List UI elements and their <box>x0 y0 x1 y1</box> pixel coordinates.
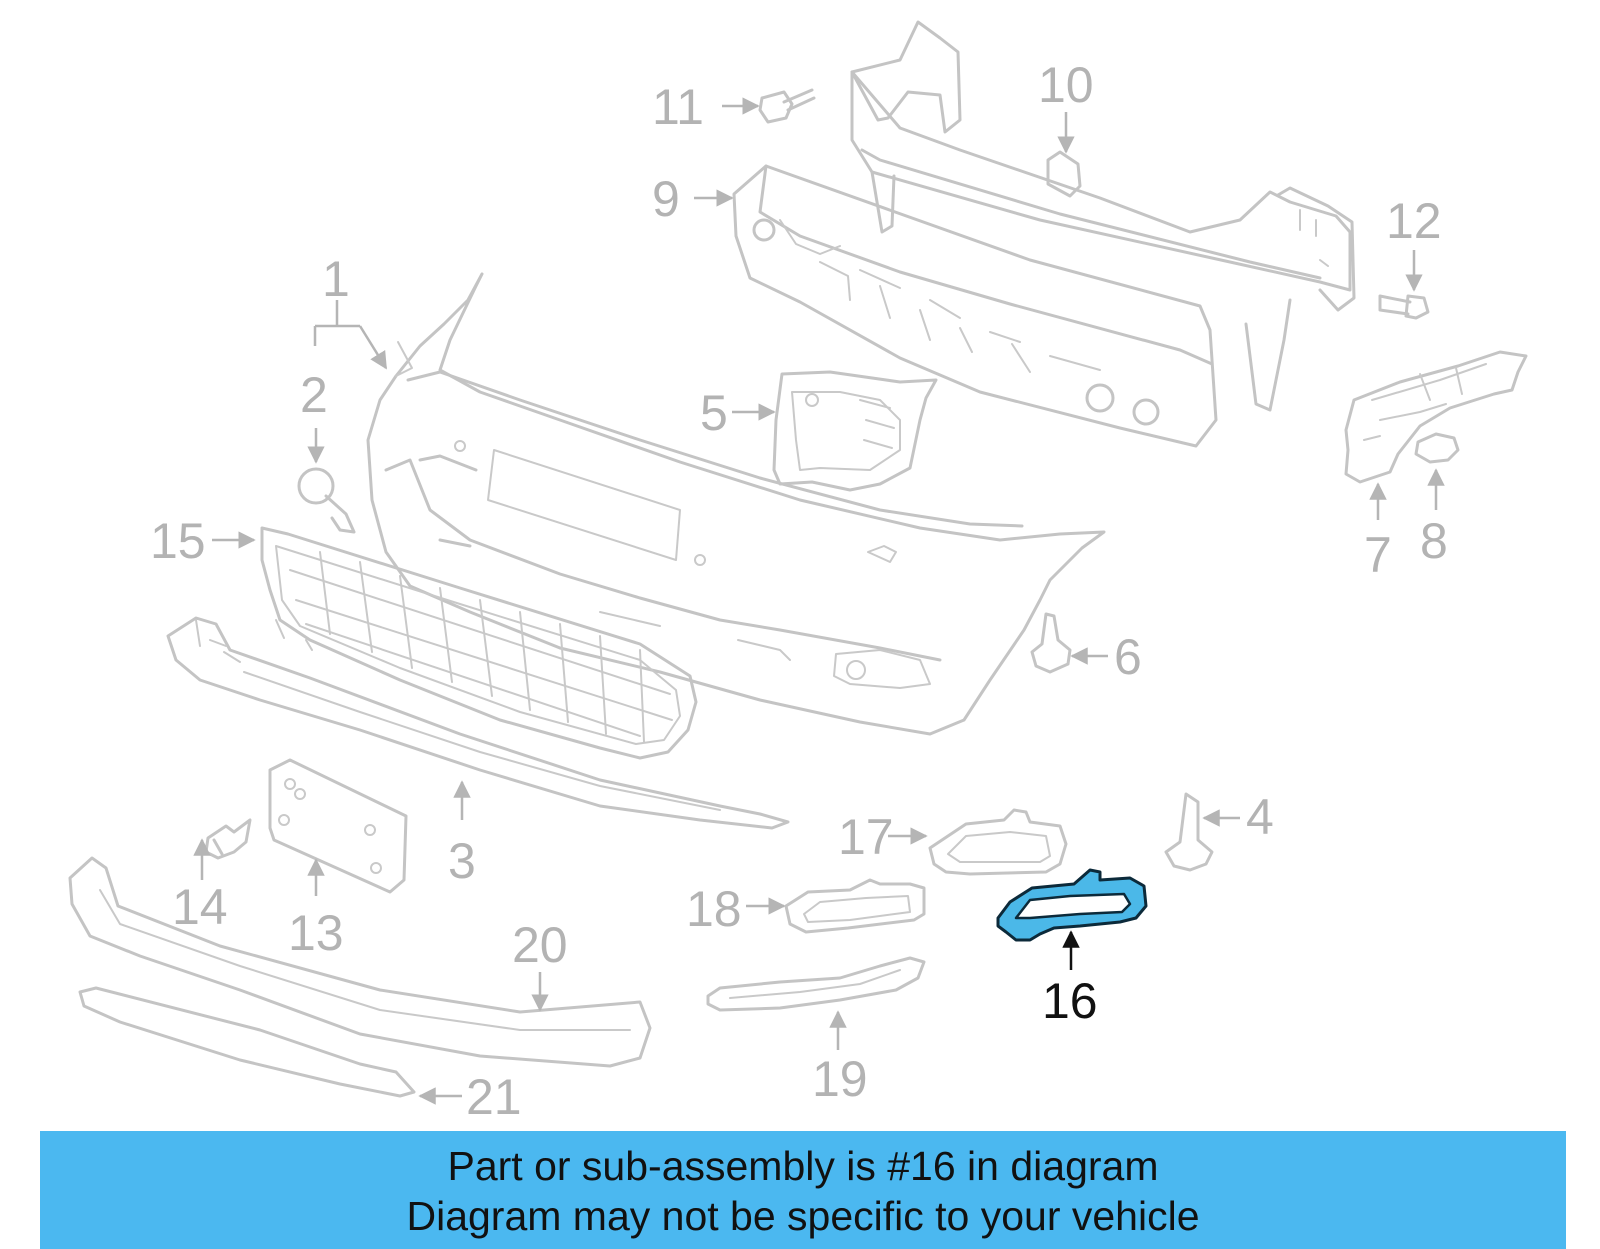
callout-arrows <box>193 97 1445 1105</box>
part-12-bolt <box>1378 294 1430 320</box>
callout-8: 8 <box>1420 513 1448 569</box>
part-15-lower-grille <box>260 526 698 760</box>
part-6-push-pin <box>1030 612 1072 674</box>
part-11-bolt <box>758 88 816 124</box>
callout-16: 16 <box>1042 973 1098 1029</box>
callout-numbers: 1 2 3 4 5 6 7 8 9 10 11 12 13 14 15 16 1… <box>150 57 1448 1125</box>
banner-line-1: Part or sub-assembly is #16 in diagram <box>447 1143 1159 1189</box>
callout-7: 7 <box>1364 527 1392 583</box>
part-10-bumper-reinforcement <box>850 20 1356 412</box>
callout-10: 10 <box>1038 57 1094 113</box>
part-19-trim-strip <box>706 956 926 1012</box>
callout-19: 19 <box>812 1051 868 1107</box>
part-17-fog-cover <box>928 808 1068 876</box>
part-4-push-pin <box>1164 792 1214 872</box>
part-14-retainer-clip <box>204 818 252 860</box>
callout-18: 18 <box>686 881 742 937</box>
part-9-energy-absorber <box>732 164 1218 448</box>
part-16-fog-light-trim <box>996 868 1148 942</box>
part-20-lower-spoiler <box>68 856 652 1068</box>
callout-20: 20 <box>512 917 568 973</box>
callout-4: 4 <box>1246 789 1274 845</box>
callout-6: 6 <box>1114 629 1142 685</box>
part-18-fog-cover <box>784 878 926 934</box>
callout-5: 5 <box>700 385 728 441</box>
part-1-bumper-cover <box>366 272 1106 736</box>
callout-14: 14 <box>172 879 228 935</box>
part-3-lower-trim <box>166 616 790 830</box>
callout-21: 21 <box>466 1069 522 1125</box>
callout-11: 11 <box>652 79 704 135</box>
callout-15: 15 <box>150 513 206 569</box>
callout-13: 13 <box>288 905 344 961</box>
callout-3: 3 <box>448 833 476 889</box>
callout-12: 12 <box>1386 193 1442 249</box>
banner-line-2: Diagram may not be specific to your vehi… <box>406 1193 1200 1239</box>
part-13-plate-bracket <box>268 758 408 894</box>
part-7-side-bracket <box>1344 350 1528 484</box>
callout-17: 17 <box>838 809 894 865</box>
callout-9: 9 <box>652 171 680 227</box>
part-2-tow-cap <box>297 467 356 534</box>
callout-2: 2 <box>300 367 328 423</box>
part-5-bracket <box>772 370 938 492</box>
part-21-strip <box>78 986 416 1098</box>
callout-1: 1 <box>322 251 350 307</box>
info-banner: Part or sub-assembly is #16 in diagram D… <box>40 1131 1566 1249</box>
part-8-clip <box>1414 432 1460 464</box>
